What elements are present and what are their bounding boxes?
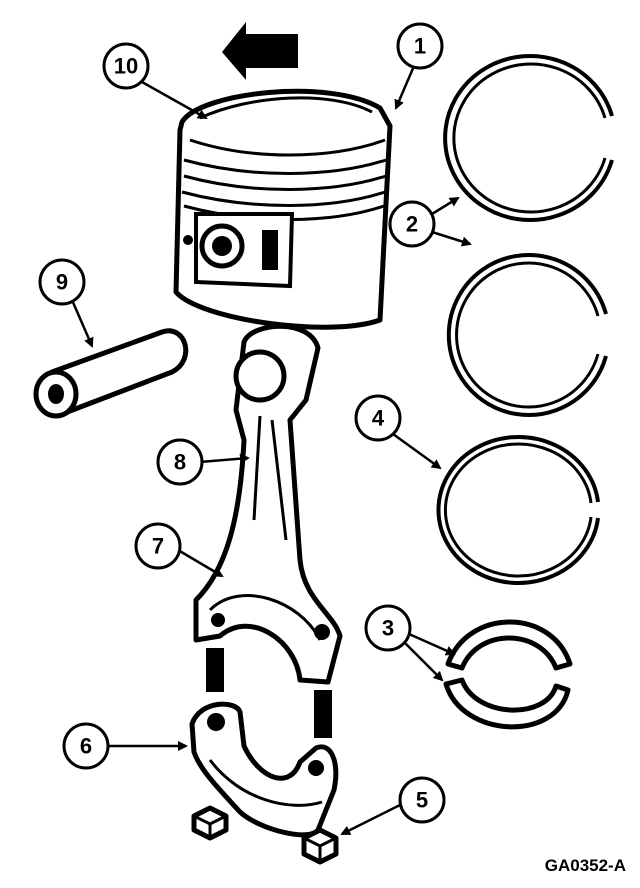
callout-7: 7 — [134, 522, 182, 570]
svg-text:9: 9 — [56, 270, 68, 295]
piston — [173, 88, 393, 330]
svg-text:7: 7 — [152, 534, 164, 559]
svg-text:10: 10 — [114, 54, 138, 79]
connecting-rod — [193, 323, 343, 738]
callout-1: 1 — [396, 22, 444, 70]
svg-text:3: 3 — [382, 616, 394, 641]
svg-text:2: 2 — [406, 212, 418, 237]
piston-pin — [33, 328, 189, 419]
rod-nut-right — [301, 827, 339, 865]
callout-6: 6 — [62, 722, 110, 770]
oil-ring-expander — [436, 435, 600, 585]
connecting-rod-cap — [189, 701, 339, 838]
svg-text:5: 5 — [416, 788, 428, 813]
callout-9: 9 — [38, 258, 86, 306]
callout-2: 2 — [388, 200, 436, 248]
rod-nut-left — [191, 805, 229, 841]
figure-code: GA0352-A — [544, 856, 626, 875]
callout-5: 5 — [398, 776, 446, 824]
svg-text:8: 8 — [174, 450, 186, 475]
front-direction-arrow — [222, 22, 298, 80]
callout-10: 10 — [102, 42, 150, 90]
callout-3: 3 — [364, 604, 412, 652]
callout-4: 4 — [354, 394, 402, 442]
svg-text:4: 4 — [372, 406, 385, 431]
compression-ring-lower — [446, 253, 608, 417]
rod-bearing-lower — [443, 677, 571, 730]
compression-ring-upper — [443, 54, 614, 222]
svg-text:1: 1 — [414, 34, 426, 59]
callout-8: 8 — [156, 438, 204, 486]
svg-text:6: 6 — [80, 734, 92, 759]
rod-bearing-upper — [445, 619, 573, 671]
